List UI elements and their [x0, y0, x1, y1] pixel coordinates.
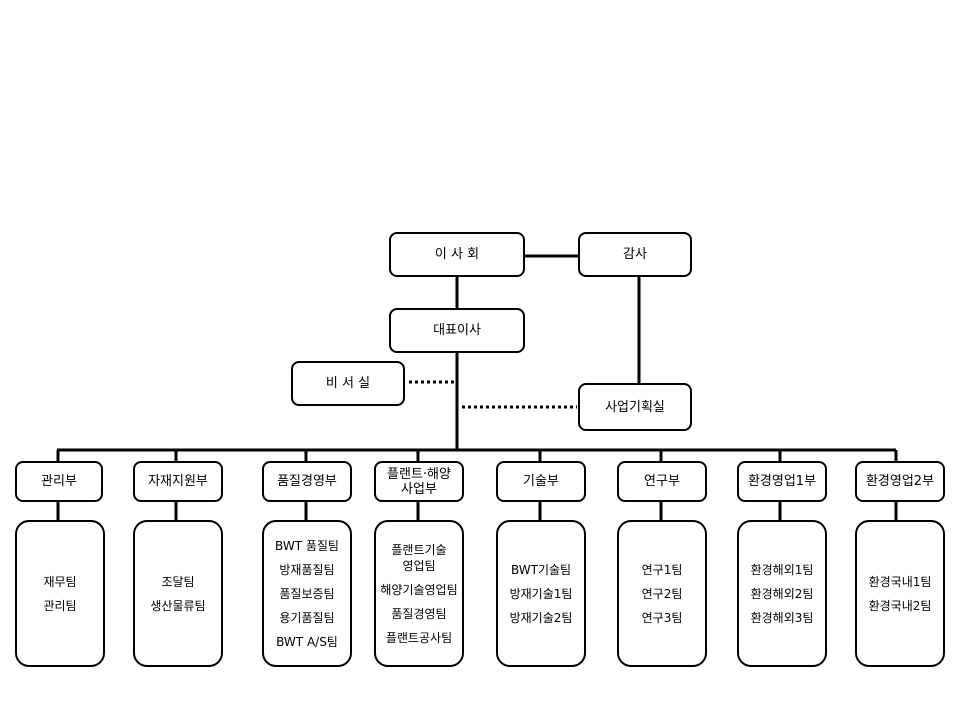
team-item: BWT 품질팀	[275, 538, 339, 553]
team-item: 품질경영팀	[391, 606, 447, 621]
department-box-management: 관리부	[15, 461, 103, 502]
board-box: 이 사 회	[389, 232, 525, 277]
team-item: 연구3팀	[641, 610, 683, 625]
team-box-research: 연구1팀 연구2팀 연구3팀	[617, 520, 707, 667]
team-item: 방재품질팀	[279, 562, 335, 577]
team-item: 플랜트공사팀	[385, 630, 453, 645]
team-item: 연구2팀	[641, 586, 683, 601]
team-item: 관리팀	[43, 598, 77, 613]
department-box-materials: 자재지원부	[133, 461, 223, 502]
team-item: 용기품질팀	[279, 610, 335, 625]
team-box-plant-marine: 플랜트기술 영업팀 해양기술영업팀 품질경영팀 플랜트공사팀	[374, 520, 464, 667]
team-item: 플랜트기술 영업팀	[391, 542, 447, 573]
team-item: 해양기술영업팀	[380, 582, 458, 597]
department-box-quality: 품질경영부	[262, 461, 352, 502]
team-item: 환경해외2팀	[750, 586, 814, 601]
department-box-env-sales-2: 환경영업2부	[855, 461, 945, 502]
team-item: 환경해외1팀	[750, 562, 814, 577]
team-item: 품질보증팀	[279, 586, 335, 601]
team-box-quality: BWT 품질팀 방재품질팀 품질보증팀 용기품질팀 BWT A/S팀	[262, 520, 352, 667]
team-box-technical: BWT기술팀 방재기술1팀 방재기술2팀	[496, 520, 586, 667]
team-item: 연구1팀	[641, 562, 683, 577]
team-item: 환경해외3팀	[750, 610, 814, 625]
team-item: 생산물류팀	[150, 598, 206, 613]
team-box-materials: 조달팀 생산물류팀	[133, 520, 223, 667]
team-item: 조달팀	[161, 574, 195, 589]
planning-box: 사업기획실	[578, 383, 692, 431]
department-box-technical: 기술부	[496, 461, 586, 502]
team-item: BWT기술팀	[510, 562, 572, 577]
department-box-env-sales-1: 환경영업1부	[737, 461, 827, 502]
team-box-env-sales-1: 환경해외1팀 환경해외2팀 환경해외3팀	[737, 520, 827, 667]
ceo-box: 대표이사	[389, 308, 525, 353]
secretary-box: 비 서 실	[291, 361, 405, 406]
audit-box: 감사	[578, 232, 692, 277]
department-box-plant-marine: 플랜트·해양 사업부	[374, 461, 464, 502]
department-box-research: 연구부	[617, 461, 707, 502]
team-item: 환경국내1팀	[868, 574, 932, 589]
team-item: 환경국내2팀	[868, 598, 932, 613]
team-item: 방재기술2팀	[509, 610, 573, 625]
team-item: 방재기술1팀	[509, 586, 573, 601]
team-box-env-sales-2: 환경국내1팀 환경국내2팀	[855, 520, 945, 667]
team-item: BWT A/S팀	[276, 634, 338, 649]
team-box-management: 재무팀 관리팀	[15, 520, 105, 667]
team-item: 재무팀	[43, 574, 77, 589]
